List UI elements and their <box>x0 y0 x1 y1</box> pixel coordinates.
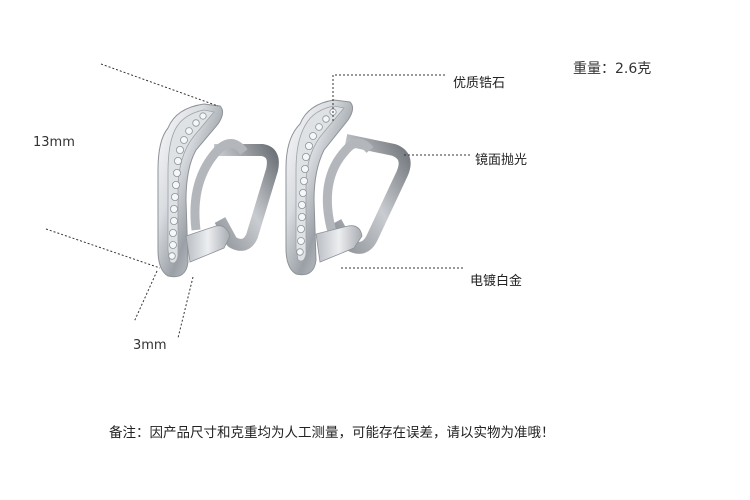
stone <box>299 176 308 185</box>
plating-feature-label: 电镀白金 <box>470 274 523 289</box>
stone <box>192 119 200 127</box>
stone <box>296 224 305 233</box>
stone <box>315 123 323 131</box>
stone <box>309 132 317 140</box>
stone <box>175 145 184 154</box>
stone <box>297 212 306 221</box>
stone <box>173 156 182 165</box>
stone <box>298 188 307 197</box>
stone <box>185 127 193 135</box>
hoop-clasp <box>190 139 248 231</box>
stone <box>297 200 306 209</box>
polish-feature-label: 镜面抛光 <box>475 153 528 168</box>
stone <box>169 241 177 249</box>
stone <box>301 152 310 161</box>
width-guide-right <box>177 276 194 339</box>
stone <box>199 112 207 120</box>
footer-note: 备注：因产品尺寸和克重均为人工测量，可能存在误差，请以实物为准哦！ <box>109 425 555 441</box>
width-guide-left <box>133 270 158 323</box>
stone <box>168 228 177 237</box>
stones-pointer <box>332 74 447 121</box>
stone <box>296 248 304 256</box>
stones-feature-label: 优质锆石 <box>453 76 506 91</box>
height-guide-bottom <box>45 228 161 269</box>
hoop-base <box>185 225 231 263</box>
stone <box>300 164 309 173</box>
earring-left <box>157 103 279 278</box>
stone <box>304 141 313 150</box>
stone <box>322 115 330 123</box>
hoop-base <box>315 225 363 263</box>
stone <box>172 168 181 177</box>
hoop-clasp <box>322 138 374 234</box>
stone <box>171 180 180 189</box>
guide-lines <box>45 63 471 339</box>
stone-row <box>168 112 207 260</box>
stone-row <box>296 108 337 256</box>
earring-right <box>285 99 411 276</box>
height-dimension-label: 13mm <box>33 135 75 150</box>
weight-label: 重量：2.6克 <box>573 61 652 77</box>
stone <box>169 204 178 213</box>
stone <box>168 252 176 260</box>
stone <box>297 237 305 245</box>
width-dimension-label: 3mm <box>133 338 167 353</box>
stone <box>170 192 179 201</box>
height-guide-top <box>100 63 219 107</box>
hoop-back <box>214 144 279 251</box>
stone <box>180 136 188 144</box>
stone <box>169 216 178 225</box>
